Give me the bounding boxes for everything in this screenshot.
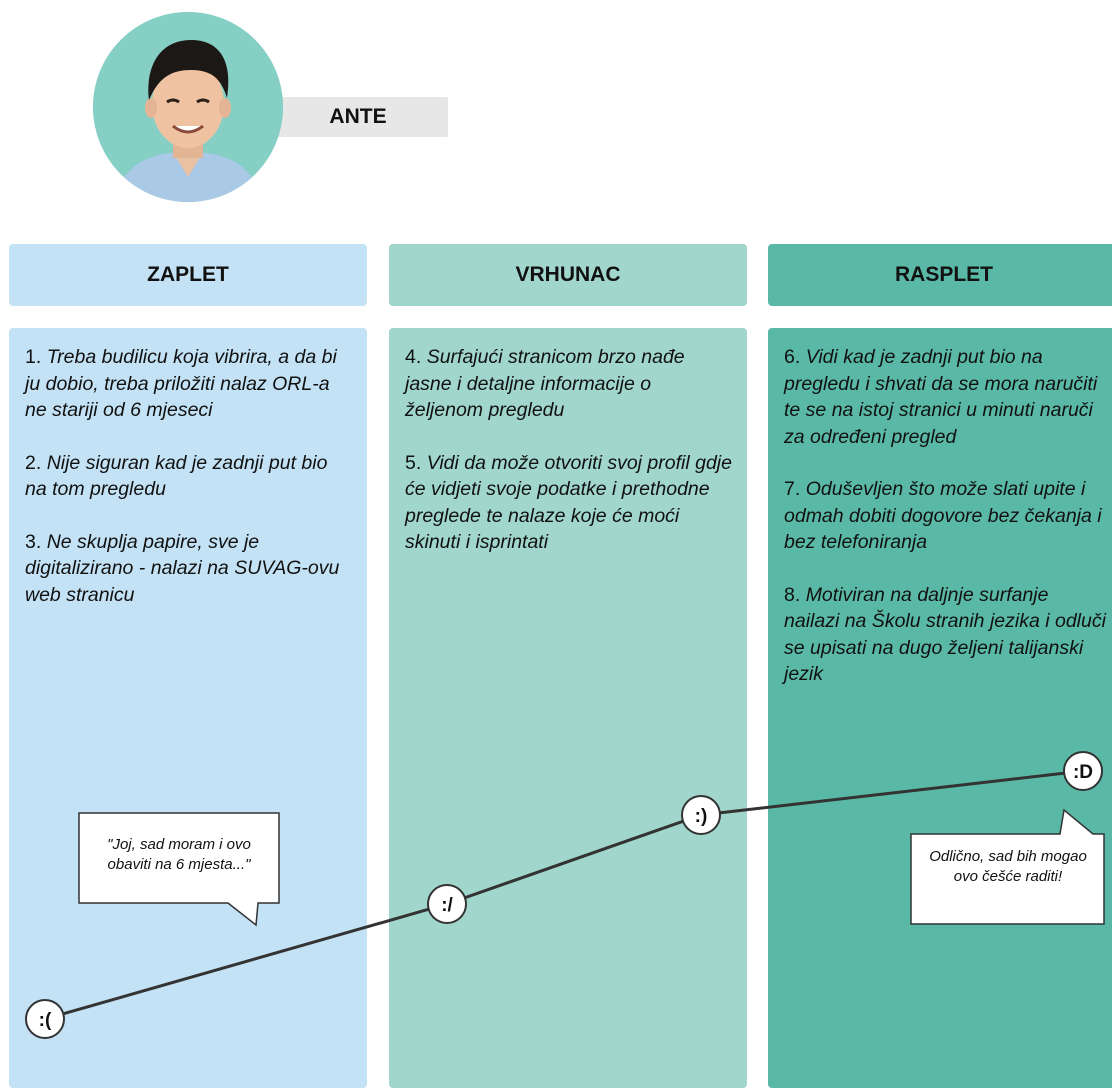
list-item: 5. Vidi da može otvoriti svoj profil gdj… [405, 450, 733, 556]
item-text: Motiviran na daljnje surfanje nailazi na… [784, 583, 1106, 686]
item-text: Oduševljen što može slati upite i odmah … [784, 478, 1102, 553]
item-text: Treba budilicu koja vibrira, a da bi ju … [25, 346, 337, 421]
header-rasplet: RASPLET [768, 244, 1112, 306]
quote-end-text: Odlično, sad bih mogao ovo češće raditi! [929, 848, 1087, 885]
item-number: 2. [25, 451, 42, 474]
item-number: 4. [405, 346, 422, 368]
emotion-node-neutral: :/ [427, 884, 467, 924]
item-text: Surfajući stranicom brzo nađe jasne i de… [405, 346, 685, 421]
item-text: Vidi da može otvoriti svoj profil gdje ć… [405, 451, 732, 554]
header-rasplet-label: RASPLET [894, 263, 993, 286]
speech-bubble-end-shape [910, 808, 1105, 925]
header-vrhunac: VRHUNAC [389, 244, 747, 306]
list-item: 1. Treba budilicu koja vibrira, a da bi … [25, 344, 353, 424]
list-item: 7. Oduševljen što može slati upite i odm… [784, 476, 1106, 556]
item-number: 5. [405, 451, 422, 474]
item-number: 7. [784, 478, 801, 500]
person-portrait-icon [93, 12, 283, 202]
item-number: 1. [25, 346, 42, 368]
header-zaplet: ZAPLET [9, 244, 367, 306]
quote-start-text: "Joj, sad moram i ovo obaviti na 6 mjest… [107, 836, 251, 873]
list-item: 6. Vidi kad je zadnji put bio na pregled… [784, 344, 1106, 450]
column-zaplet: 1. Treba budilicu koja vibrira, a da bi … [9, 328, 367, 1088]
column-vrhunac: 4. Surfajući stranicom brzo nađe jasne i… [389, 328, 747, 1088]
emotion-label: :/ [441, 895, 453, 916]
column-rasplet: 6. Vidi kad je zadnji put bio na pregled… [768, 328, 1112, 1088]
list-item: 2. Nije siguran kad je zadnji put bio na… [25, 450, 353, 503]
emotion-node-sad: :( [25, 999, 65, 1039]
emotion-node-happy: :) [681, 795, 721, 835]
item-text: Ne skuplja papire, sve je digitalizirano… [25, 530, 340, 606]
list-item: 3. Ne skuplja papire, sve je digitalizir… [25, 529, 353, 609]
emotion-label: :D [1073, 762, 1093, 783]
list-item: 8. Motiviran na daljnje surfanje nailazi… [784, 582, 1106, 688]
item-text: Nije siguran kad je zadnji put bio na to… [25, 451, 328, 501]
item-text: Vidi kad je zadnji put bio na pregledu i… [784, 346, 1098, 448]
list-item: 4. Surfajući stranicom brzo nađe jasne i… [405, 344, 733, 424]
item-number: 6. [784, 346, 801, 368]
emotion-line [44, 769, 1084, 1021]
emotion-label: :) [695, 806, 708, 827]
emotion-node-very-happy: :D [1063, 751, 1103, 791]
speech-bubble-start-shape [78, 812, 280, 927]
speech-bubble-start: "Joj, sad moram i ovo obaviti na 6 mjest… [86, 835, 272, 875]
persona-avatar [93, 12, 283, 202]
persona-name: ANTE [329, 105, 387, 128]
header-zaplet-label: ZAPLET [147, 263, 229, 286]
emotion-label: :( [39, 1010, 52, 1031]
header-vrhunac-label: VRHUNAC [515, 263, 621, 286]
speech-bubble-end: Odlično, sad bih mogao ovo češće raditi! [918, 847, 1098, 887]
item-number: 3. [25, 530, 42, 553]
persona-name-tag: ANTE [258, 97, 448, 137]
item-number: 8. [784, 583, 801, 606]
